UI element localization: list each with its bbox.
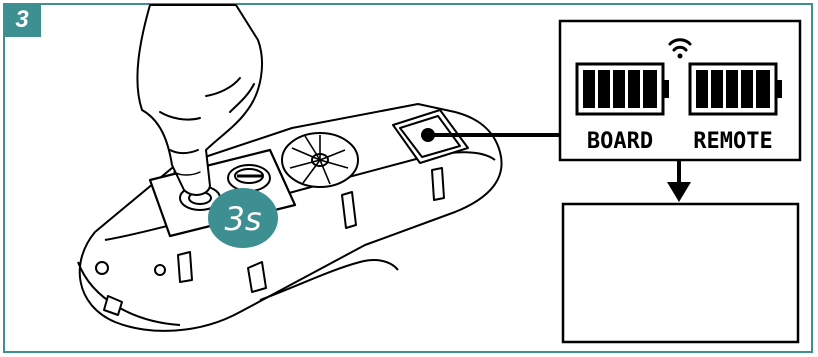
status-panel: BOARD REMOTE [560,21,800,160]
remote-label: REMOTE [693,129,772,154]
remote-battery-icon [690,64,782,114]
blank-display-panel [563,204,798,342]
press-duration-badge: 3s [208,188,278,248]
board-battery-icon [577,64,669,114]
down-arrow-icon [667,160,691,202]
remote-control-body [78,104,502,331]
press-duration-text: 3s [224,200,261,238]
board-label: BOARD [587,129,653,154]
